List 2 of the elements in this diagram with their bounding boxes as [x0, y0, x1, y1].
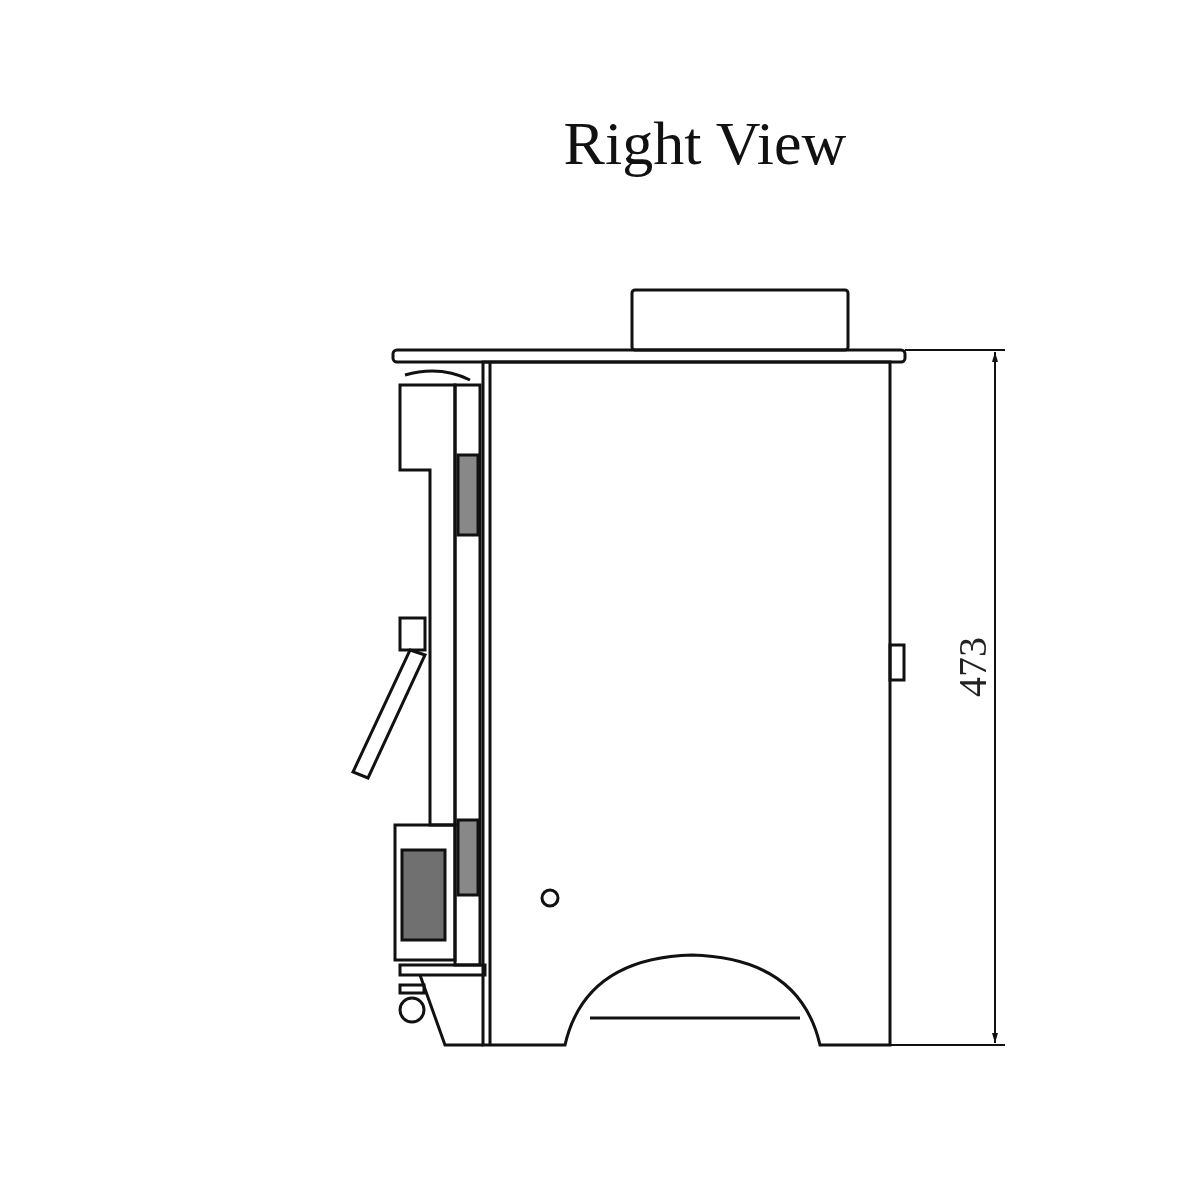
dimension-label: 473: [951, 636, 995, 699]
title: Right View: [562, 108, 848, 179]
